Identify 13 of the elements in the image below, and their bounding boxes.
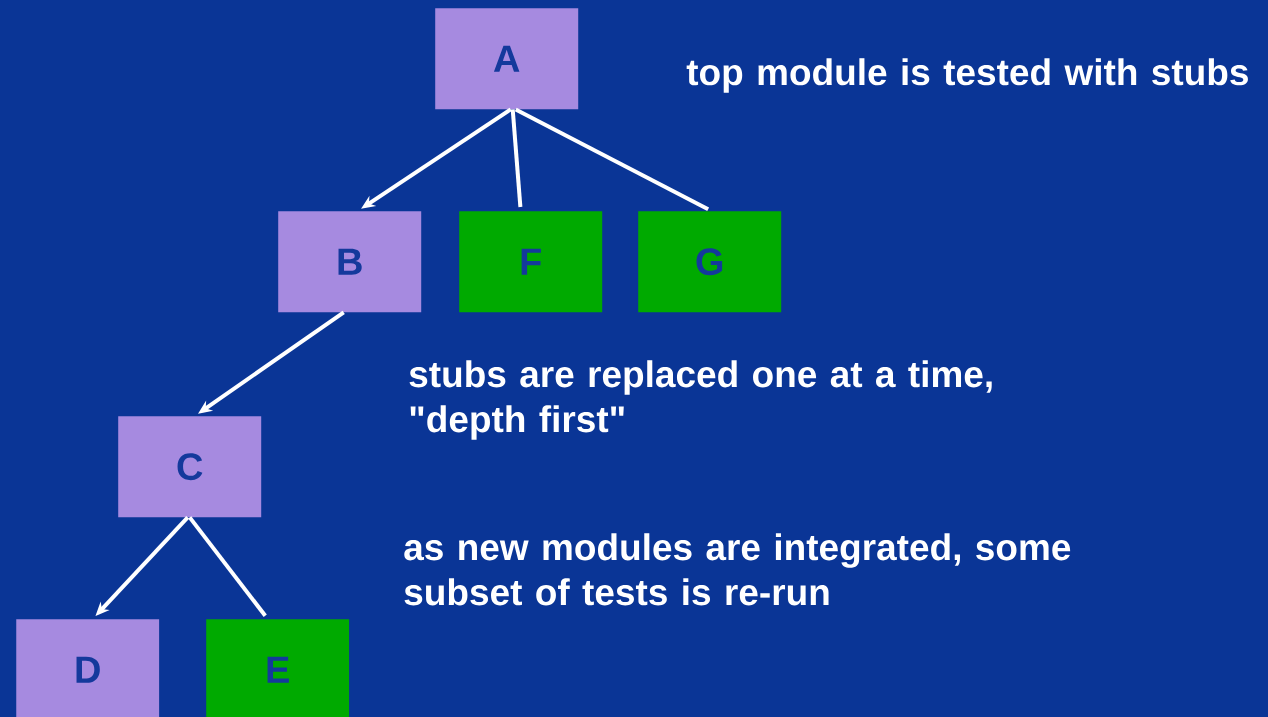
module-box: B [278,211,422,313]
module-box: F [459,211,603,313]
note-text: top module is tested with stubs [686,58,1248,93]
connector-line [514,107,710,211]
connector-line [188,516,267,618]
module-box: D [16,619,160,717]
module-box: G [638,211,782,313]
note-text: stubs are replaced one at a time, "depth first" [409,360,992,440]
module-box: C [118,416,262,518]
connector-line [510,109,523,208]
module-box: E [206,619,350,717]
module-box: A [435,8,579,110]
note-text: as new modules are integrated, some subset of tests is re-run [404,533,1071,606]
